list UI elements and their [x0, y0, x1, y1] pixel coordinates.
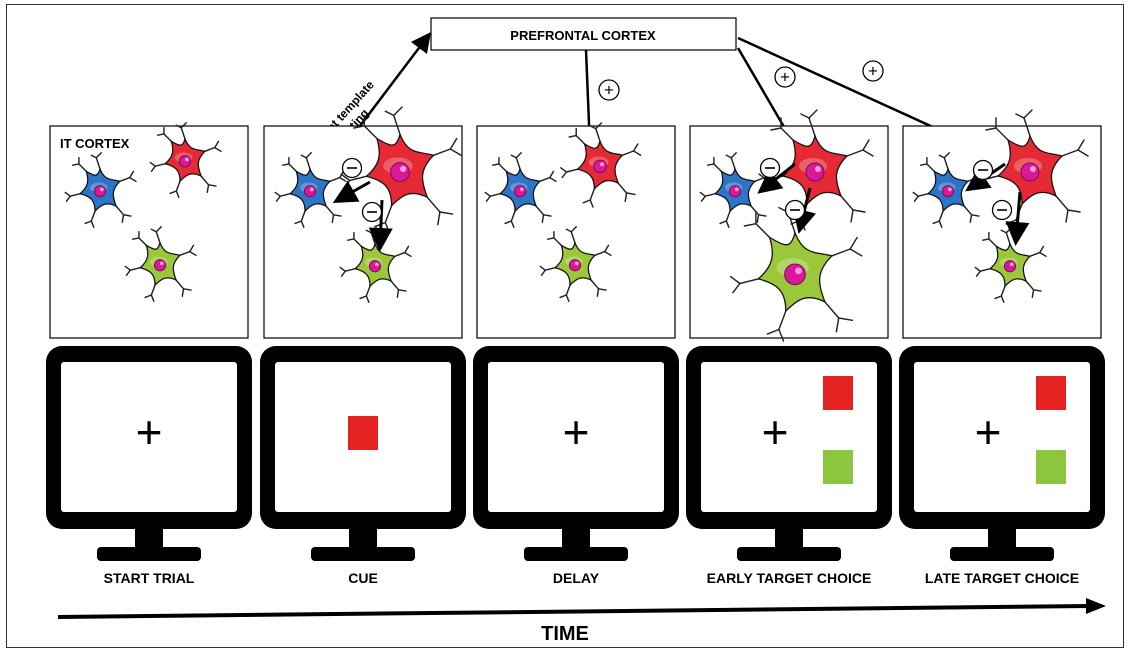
inhibitory-arrow: [332, 180, 371, 203]
fixation-cross: +: [136, 406, 163, 458]
monitor: [260, 346, 466, 561]
fixation-cross: +: [975, 406, 1002, 458]
minus-circle: [991, 199, 1013, 221]
green-neuron: [974, 227, 1047, 303]
prefrontal-cortex-box: PREFRONTAL CORTEX: [430, 17, 737, 51]
inhibitory-arrow: [792, 187, 817, 234]
minus-circle: [784, 199, 806, 221]
target-red-square: [823, 376, 853, 410]
monitor-neck: [562, 529, 590, 551]
monitor-neck: [349, 529, 377, 551]
monitor-screen: [61, 362, 237, 512]
monitor: +: [686, 346, 892, 561]
monitor-neck: [775, 529, 803, 551]
monitor: +: [473, 346, 679, 561]
target-green-square: [823, 450, 853, 484]
it-cortex-panel: [902, 125, 1102, 339]
target-red-square: [1036, 376, 1066, 410]
stage-label: START TRIAL: [104, 570, 195, 586]
plus-symbol: +: [604, 81, 614, 100]
monitor-base: [737, 547, 841, 561]
minus-circle: [972, 159, 994, 181]
red-neuron: [560, 122, 642, 208]
monitor-base: [950, 547, 1054, 561]
red-neuron: [149, 122, 222, 198]
inhibitory-arrow: [1005, 191, 1030, 246]
monitor-base: [311, 547, 415, 561]
plus-symbol: +: [780, 68, 790, 87]
stage-label: CUE: [348, 570, 378, 586]
plus-circle-delay: +: [598, 79, 620, 101]
it-cortex-label: IT CORTEX: [60, 136, 130, 151]
stage-label: LATE TARGET CHOICE: [925, 570, 1079, 586]
it-cortex-panel: [263, 125, 463, 339]
monitor-base: [97, 547, 201, 561]
stage-label: DELAY: [553, 570, 600, 586]
red-neuron: [340, 106, 462, 234]
green-neuron: [124, 226, 197, 302]
time-arrow: [57, 604, 1091, 619]
green-neuron: [539, 226, 612, 302]
blue-neuron: [484, 152, 557, 228]
blue-neuron: [64, 152, 137, 228]
monitor-neck: [135, 529, 163, 551]
monitor-base: [524, 547, 628, 561]
stage-label: EARLY TARGET CHOICE: [707, 570, 872, 586]
blue-neuron: [274, 152, 347, 228]
green-neuron: [339, 227, 412, 303]
time-label: TIME: [541, 623, 589, 645]
plus-symbol: +: [868, 62, 878, 81]
monitor-neck: [988, 529, 1016, 551]
prefrontal-cortex-title: PREFRONTAL CORTEX: [510, 28, 656, 43]
cue-square: [348, 416, 378, 450]
time-arrow-head: [1086, 598, 1106, 614]
monitor: +: [899, 346, 1105, 561]
it-cortex-panel: [49, 125, 249, 339]
fixation-cross: +: [762, 406, 789, 458]
minus-circle: [341, 157, 363, 179]
inhibitory-arrow: [368, 199, 393, 252]
arrow-it-to-prefrontal: [359, 32, 432, 127]
plus-circle-late: +: [862, 60, 884, 82]
blue-neuron: [699, 152, 772, 228]
minus-circle: [361, 201, 383, 223]
red-neuron: [973, 109, 1089, 231]
it-cortex-panel: [476, 125, 676, 339]
blue-neuron: [912, 152, 985, 228]
fixation-cross: +: [563, 406, 590, 458]
minus-circle: [759, 157, 781, 179]
monitor: +: [46, 346, 252, 561]
plus-circle-early: +: [774, 66, 796, 88]
target-green-square: [1036, 450, 1066, 484]
monitor-screen: [488, 362, 664, 512]
inhibitory-arrow: [757, 162, 796, 194]
